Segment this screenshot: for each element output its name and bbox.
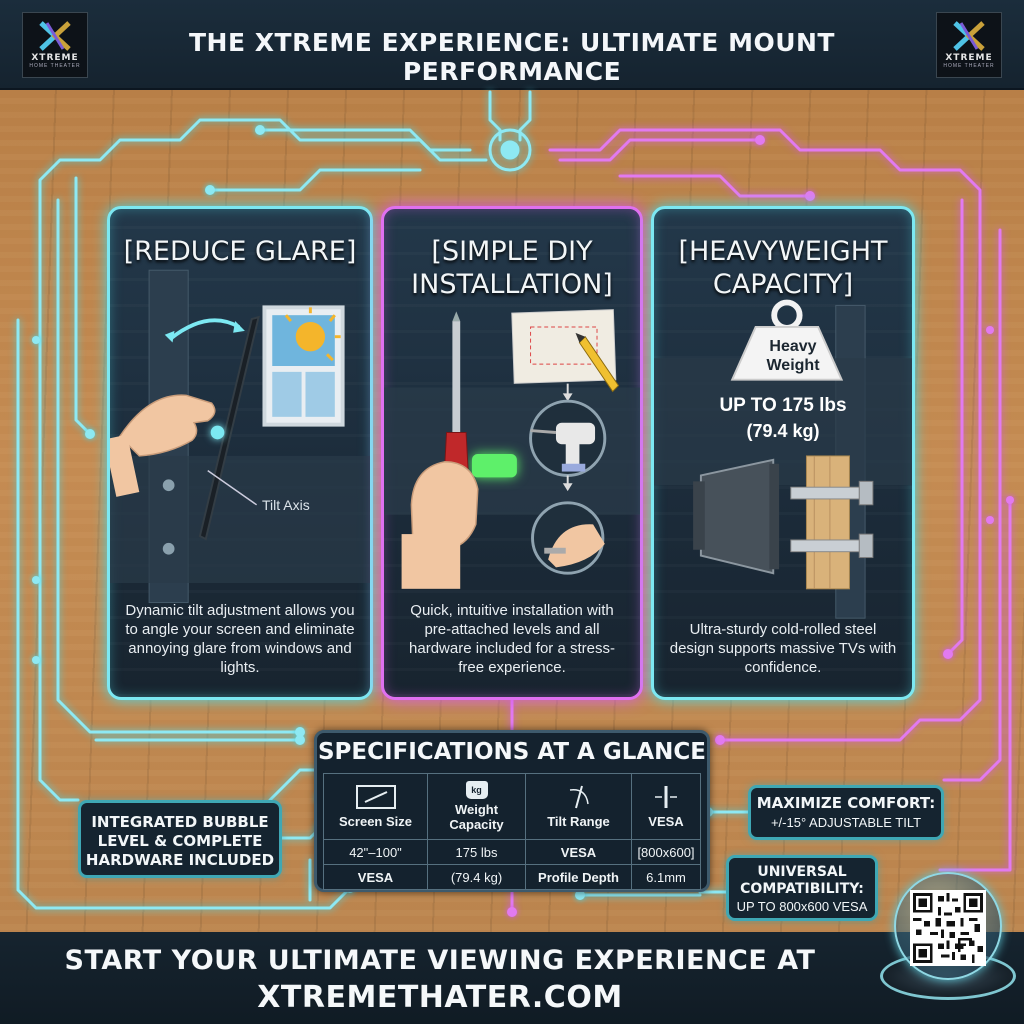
specifications-table: SPECIFICATIONS AT A GLANCE Screen Size k… [314, 730, 710, 892]
footer-bar: START YOUR ULTIMATE VIEWING EXPERIENCE A… [0, 932, 1024, 1024]
spec-header-label: Weight Capacity [449, 802, 504, 832]
panel-heavyweight-capacity: [HEAVYWEIGHT CAPACITY] Heavy Weight UP T… [651, 206, 915, 700]
capacity-metric-text: (79.4 kg) [746, 421, 820, 441]
panel-reduce-glare: [REDUCE GLARE] Tilt Axis Dynamic tilt ad… [107, 206, 373, 700]
panel-description: Quick, intuitive installation with pre-a… [409, 602, 615, 676]
callout-bubble-level: INTEGRATED BUBBLE LEVEL & COMPLETE HARDW… [78, 800, 282, 878]
tilt-illustration [110, 269, 370, 604]
footer-website-link[interactable]: XTREMETHATER.COM [257, 980, 623, 1015]
header-bar: XTREME HOME THEATER THE XTREME EXPERIENC… [0, 0, 1024, 90]
spec-cell: (79.4 kg) [427, 864, 526, 890]
qr-code-stand[interactable] [880, 872, 1016, 1002]
panel-description: Ultra-sturdy cold-rolled steel design su… [669, 621, 897, 676]
spec-header-row: Screen Size kg Weight Capacity Tilt Rang… [323, 773, 701, 840]
footer-cta: START YOUR ULTIMATE VIEWING EXPERIENCE A… [64, 945, 816, 976]
capacity-illustration [654, 299, 912, 619]
brand-logo-right[interactable]: XTREME HOME THEATER [936, 12, 1002, 78]
logo-brand-text: XTREME [31, 53, 79, 63]
callout-title: UNIVERSAL COMPATIBILITY: [740, 864, 864, 897]
panel-title: [REDUCE GLARE] [123, 236, 357, 267]
logo-brand-text: XTREME [945, 53, 993, 63]
spec-row: 42"–100" 175 lbs VESA [800x600] [323, 839, 701, 865]
x-logo-icon [39, 21, 71, 51]
callout-adjustable-tilt: MAXIMIZE COMFORT: +/-15° ADJUSTABLE TILT [748, 785, 944, 840]
callout-title: MAXIMIZE COMFORT: [756, 794, 936, 812]
spec-row: VESA (79.4 kg) Profile Depth 6.1mm [323, 864, 701, 890]
logo-sub-text: HOME THEATER [943, 63, 995, 69]
weight-icon: kg [465, 781, 488, 799]
spec-cell: [800x600] [631, 839, 701, 865]
bolt-icon [790, 480, 874, 559]
callout-vesa-compatibility: UNIVERSAL COMPATIBILITY: UP TO 800x600 V… [726, 855, 878, 921]
spec-cell: VESA [525, 839, 632, 865]
panel-title: [SIMPLE DIY INSTALLATION] [411, 236, 613, 300]
spec-cell: Profile Depth [525, 864, 632, 890]
panel-diy-installation: [SIMPLE DIY INSTALLATION] Quick, intuiti… [381, 206, 643, 700]
x-logo-icon [953, 21, 985, 51]
callout-text: UP TO 800x600 VESA [736, 899, 868, 914]
page-title: THE XTREME EXPERIENCE: ULTIMATE MOUNT PE… [189, 28, 835, 86]
screen-size-icon [355, 785, 396, 809]
sun-icon [284, 307, 341, 362]
weight-icon [730, 299, 844, 381]
panel-title: [HEAVYWEIGHT CAPACITY] [678, 236, 888, 300]
spec-header-cell: kg Weight Capacity [427, 773, 526, 840]
drill-icon [530, 422, 596, 472]
vesa-icon [655, 786, 677, 808]
spec-header-label: Screen Size [339, 814, 412, 829]
panel-description: Dynamic tilt adjustment allows you to an… [125, 602, 355, 676]
spec-cell: VESA [323, 864, 428, 890]
callout-text: +/-15° ADJUSTABLE TILT [770, 815, 922, 830]
capacity-text: UP TO 175 lbs [719, 395, 847, 416]
qr-code-icon[interactable] [910, 890, 986, 966]
installation-illustration [384, 309, 640, 589]
pencil-icon [575, 332, 620, 393]
spec-header-label: VESA [648, 814, 684, 829]
spec-cell: 175 lbs [427, 839, 526, 865]
spec-grid: Screen Size kg Weight Capacity Tilt Rang… [323, 773, 701, 890]
weight-badge-text: Heavy Weight [766, 338, 820, 374]
tilt-icon [569, 785, 589, 809]
spec-header-cell: Screen Size [323, 773, 428, 840]
tilt-axis-label: Tilt Axis [262, 497, 310, 513]
brand-logo-left[interactable]: XTREME HOME THEATER [22, 12, 88, 78]
spec-cell: 42"–100" [323, 839, 428, 865]
spec-title: SPECIFICATIONS AT A GLANCE [317, 739, 707, 765]
spec-header-label: Tilt Range [547, 814, 610, 829]
callout-text: INTEGRATED BUBBLE LEVEL & COMPLETE HARDW… [85, 813, 275, 869]
spec-header-cell: Tilt Range [525, 773, 632, 840]
spec-cell: 6.1mm [631, 864, 701, 890]
logo-sub-text: HOME THEATER [29, 63, 81, 69]
spec-header-cell: VESA [631, 773, 701, 840]
